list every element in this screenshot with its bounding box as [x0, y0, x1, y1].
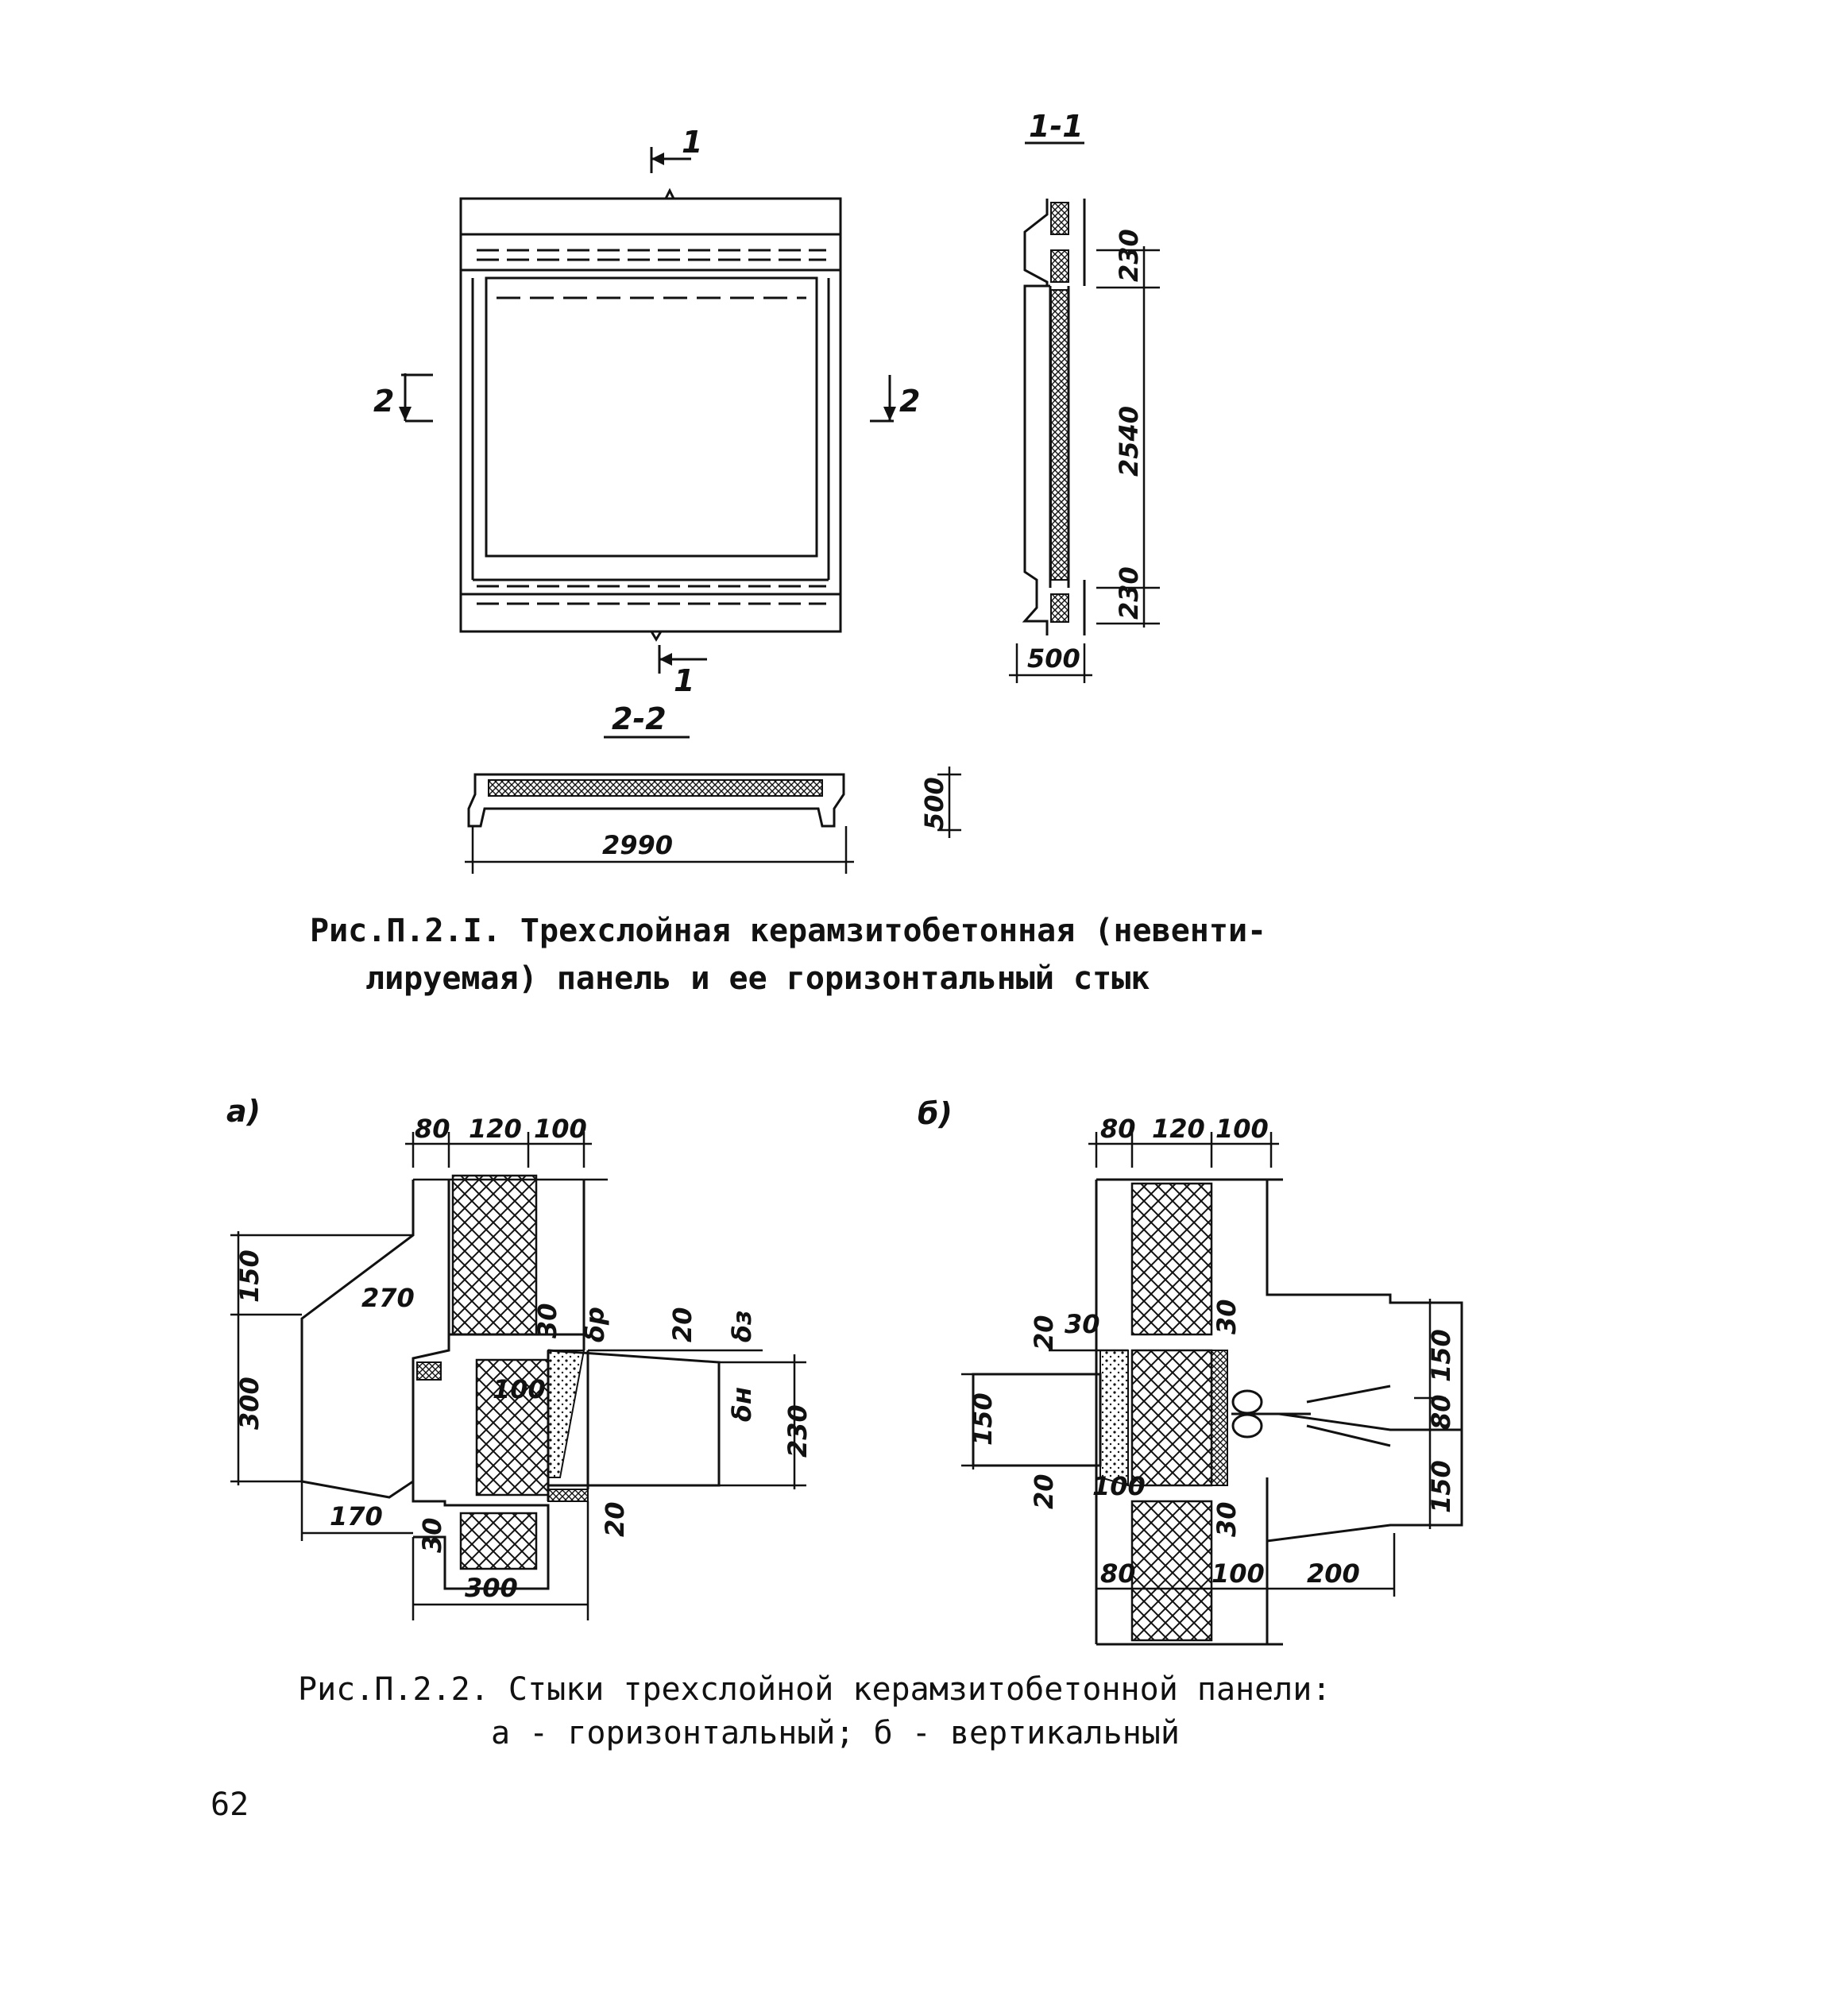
fig2b-label: б): [918, 1096, 953, 1131]
cut-mark-2-left-label: 2: [373, 384, 394, 419]
dim-a-20-bottom: 20: [600, 1501, 630, 1537]
dim-a-270: 270: [361, 1283, 415, 1313]
dim-b-30-right-top: 30: [1211, 1299, 1242, 1334]
dim-b-150-left: 150: [968, 1392, 998, 1446]
dim-b-150-lower: 150: [1426, 1460, 1456, 1513]
cut-mark-1-bottom-label: 1: [674, 663, 694, 698]
dim-a-230: 230: [783, 1404, 813, 1458]
section-1-1-bottom-joint: [1050, 593, 1069, 623]
dim-b-20-top: 20: [1029, 1315, 1059, 1350]
section-2-2-title: 2-2: [612, 701, 667, 736]
joint-a-seal: [416, 1361, 442, 1381]
dim-b-100-bottom: 100: [1211, 1558, 1265, 1589]
section-2-2-insulation: [488, 779, 823, 797]
section-2-2-dimensions: [465, 767, 961, 874]
dim-a-30-bottom: 30: [417, 1517, 447, 1553]
joint-a-lower-insulation: [475, 1358, 550, 1497]
dim-a-20-top: 20: [667, 1307, 698, 1342]
section-1-1-title: 1-1: [1029, 109, 1084, 144]
dim-b-100-inner: 100: [1092, 1471, 1146, 1501]
dim-a-170: 170: [330, 1501, 383, 1531]
dim-b-80-right: 80: [1426, 1394, 1456, 1430]
joint-b-seal-strip: [1211, 1350, 1228, 1486]
joint-a-dimensions: [230, 1132, 806, 1620]
joint-b-lower-insulation: [1130, 1500, 1213, 1642]
cut-mark-1-top: 1: [650, 125, 702, 173]
dim-500-side: 500: [919, 777, 949, 830]
page-number: 62: [211, 1786, 249, 1823]
section-1-1-joint-insert: [1050, 249, 1069, 283]
dim-230-top: 230: [1114, 229, 1144, 282]
joint-b-dimensions: [961, 1132, 1446, 1597]
cut-mark-2-left: 2: [373, 373, 433, 423]
cut-mark-2-right: 2: [870, 375, 920, 423]
dim-b-150-upper: 150: [1426, 1329, 1456, 1382]
dim-b-120: 120: [1152, 1114, 1205, 1144]
dim-a-delta-n: δн: [727, 1387, 757, 1422]
joint-a-bottom-seal: [547, 1489, 589, 1502]
dim-2990: 2990: [602, 830, 673, 860]
section-2-2-profile: [467, 773, 845, 828]
dim-a-100: 100: [534, 1114, 587, 1144]
cut-mark-1-top-label: 1: [682, 125, 702, 160]
section-1-1-top-joint: [1050, 202, 1069, 235]
panel-front-view: [459, 187, 842, 642]
dim-b-80-bottom: 80: [1100, 1558, 1136, 1589]
dim-a-delta-s: δз: [727, 1310, 757, 1342]
cut-mark-1-bottom: 1: [658, 645, 707, 698]
joint-a-upper-insulation: [451, 1174, 538, 1336]
dim-b-20-bottom: 20: [1029, 1473, 1059, 1509]
section-1-1-insulation: [1050, 289, 1069, 581]
joint-b-upper-insulation: [1130, 1182, 1213, 1336]
joint-b-mortar: [1099, 1350, 1129, 1487]
dim-b-200: 200: [1307, 1558, 1360, 1589]
fig2-caption-line1: Рис.П.2.2. Стыки трехслойной керамзитобе…: [298, 1671, 1331, 1708]
joint-a-bottom-insulation: [459, 1512, 538, 1570]
dim-a-80: 80: [415, 1114, 450, 1144]
joint-a-mortar: [547, 1350, 585, 1478]
fig2-caption-line2: а - горизонтальный; б - вертикальный: [491, 1715, 1180, 1751]
dim-b-30-top: 30: [1065, 1309, 1100, 1339]
dim-a-delta-p: δр: [580, 1307, 610, 1342]
dim-a-300: 300: [234, 1377, 265, 1430]
dim-a-100-inner: 100: [493, 1374, 546, 1404]
dim-a-120: 120: [469, 1114, 522, 1144]
fig1-caption-line2: лируемая) панель и ее горизонтальный сты…: [365, 960, 1150, 997]
fig2a-label: а): [226, 1094, 261, 1129]
joint-b-gasket: [1231, 1389, 1311, 1439]
dim-a-300-bottom: 300: [465, 1573, 518, 1603]
dim-2540: 2540: [1114, 406, 1144, 477]
dim-b-100: 100: [1215, 1114, 1269, 1144]
dim-b-30-right-bottom: 30: [1211, 1501, 1242, 1537]
section-1-1-dimensions: [1009, 246, 1160, 683]
dim-a-30-top: 30: [532, 1303, 562, 1338]
dim-230-bottom: 230: [1114, 566, 1144, 620]
dim-a-150: 150: [234, 1249, 265, 1303]
cut-mark-2-right-label: 2: [899, 384, 920, 419]
fig1-caption-line1: Рис.П.2.I. Трехслойная керамзитобетонная…: [310, 913, 1266, 949]
joint-b-middle-insulation: [1130, 1349, 1213, 1487]
dim-500-bottom: 500: [1027, 643, 1080, 674]
dim-b-80: 80: [1100, 1114, 1136, 1144]
